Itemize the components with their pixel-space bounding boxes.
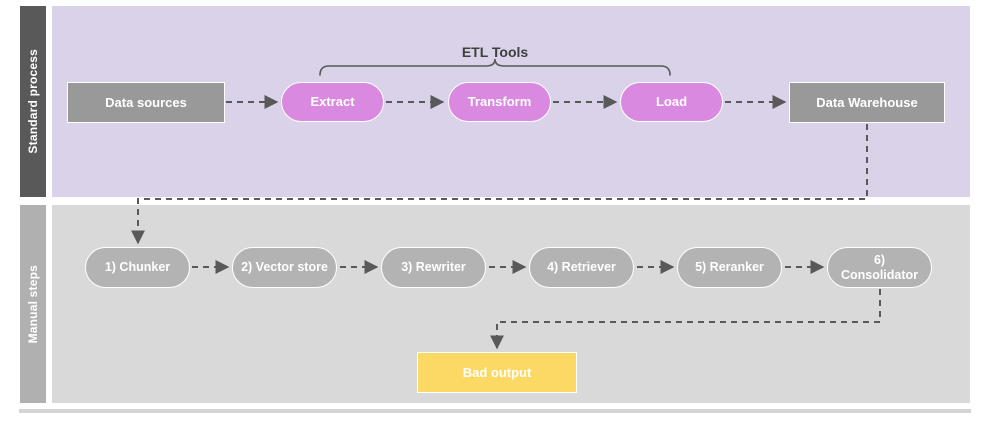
node-reranker[interactable]: 5) Reranker bbox=[677, 247, 782, 288]
node-consolidator-label: 6) Consolidator bbox=[840, 252, 919, 282]
etl-tools-group-label: ETL Tools bbox=[461, 44, 529, 60]
node-bad-output[interactable]: Bad output bbox=[417, 352, 577, 393]
bottom-divider bbox=[19, 409, 971, 413]
node-transform[interactable]: Transform bbox=[448, 82, 551, 122]
node-consolidator[interactable]: 6) Consolidator bbox=[827, 247, 932, 288]
node-chunker-label: 1) Chunker bbox=[104, 260, 171, 275]
node-bad-output-label: Bad output bbox=[462, 364, 532, 380]
node-retriever[interactable]: 4) Retriever bbox=[529, 247, 634, 288]
node-extract[interactable]: Extract bbox=[281, 82, 384, 122]
node-vector-store-label: 2) Vector store bbox=[241, 260, 328, 275]
node-extract-label: Extract bbox=[310, 94, 355, 110]
lane-label-manual-steps: Manual steps bbox=[19, 204, 47, 404]
node-rewriter[interactable]: 3) Rewriter bbox=[381, 247, 486, 288]
lane-label-standard-process-text: Standard process bbox=[26, 49, 40, 154]
lane-label-standard-process: Standard process bbox=[19, 5, 47, 198]
node-load[interactable]: Load bbox=[620, 82, 723, 122]
node-chunker[interactable]: 1) Chunker bbox=[85, 247, 190, 288]
node-data-sources-label: Data sources bbox=[105, 94, 187, 110]
node-rewriter-label: 3) Rewriter bbox=[401, 260, 466, 275]
node-data-sources[interactable]: Data sources bbox=[67, 82, 225, 123]
node-load-label: Load bbox=[655, 94, 688, 110]
node-data-warehouse[interactable]: Data Warehouse bbox=[789, 82, 945, 123]
node-retriever-label: 4) Retriever bbox=[547, 260, 616, 275]
node-data-warehouse-label: Data Warehouse bbox=[816, 94, 918, 110]
node-reranker-label: 5) Reranker bbox=[695, 260, 764, 275]
node-vector-store[interactable]: 2) Vector store bbox=[232, 247, 337, 288]
lane-label-manual-steps-text: Manual steps bbox=[26, 264, 40, 344]
node-transform-label: Transform bbox=[467, 94, 532, 110]
